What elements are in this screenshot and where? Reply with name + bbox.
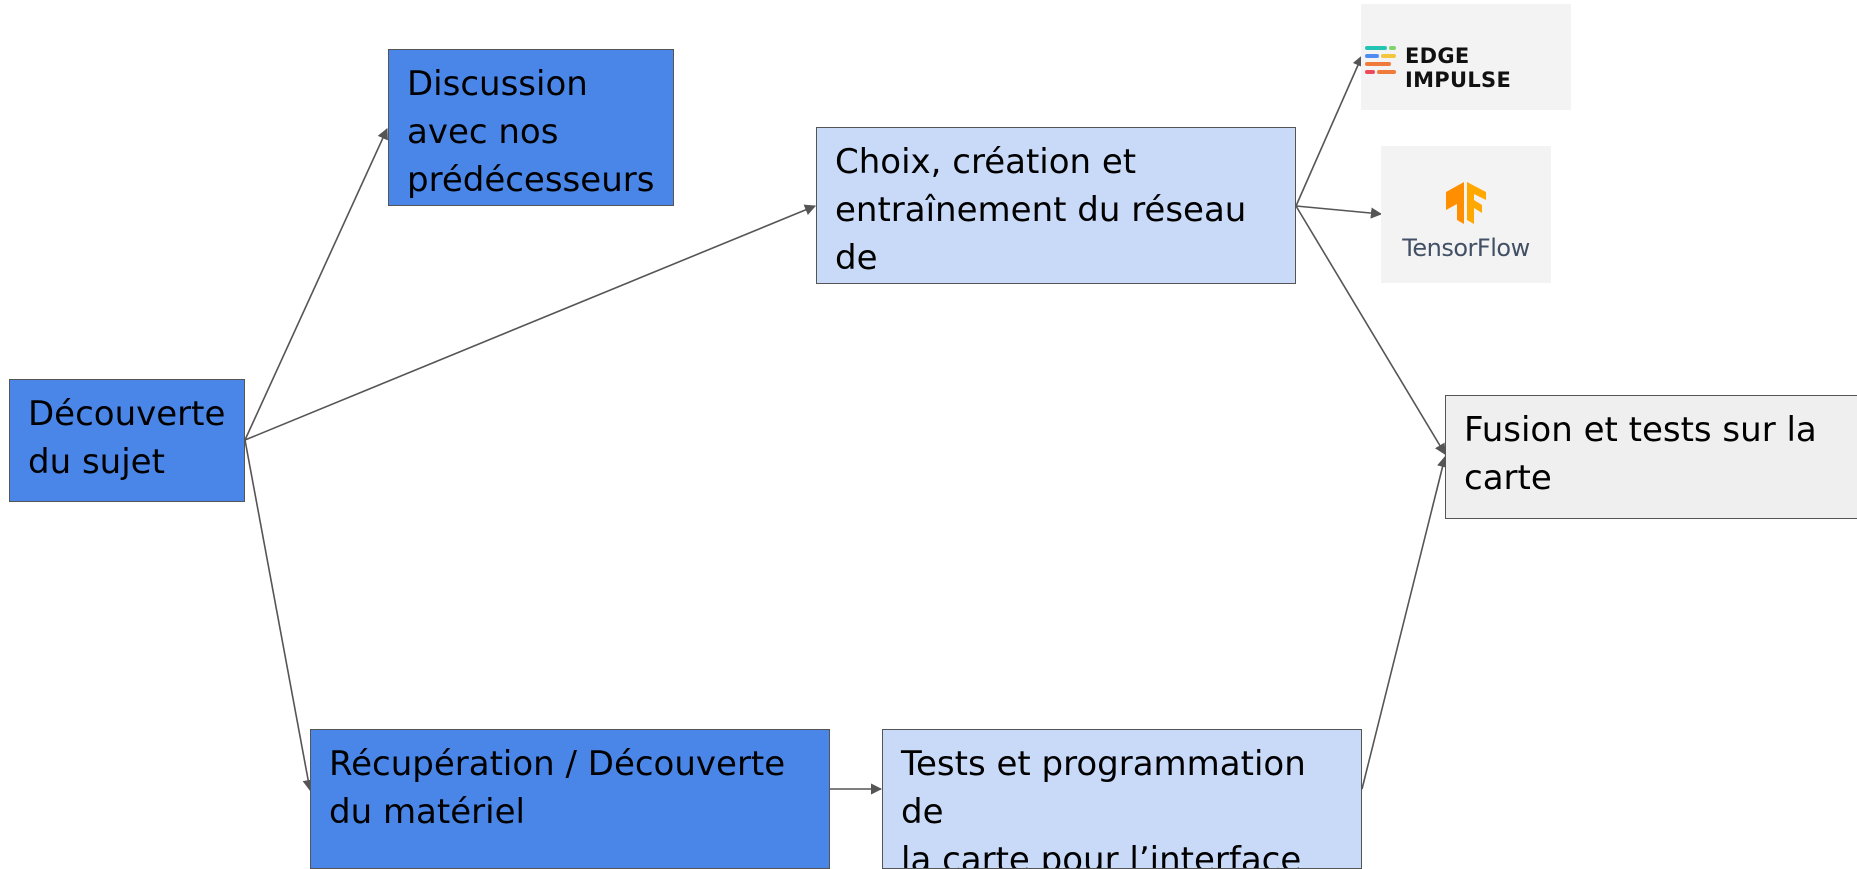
node-hardware: Récupération / Découverte du matériel: [310, 729, 830, 869]
arrow-discovery-to-network: [244, 204, 817, 441]
edge-impulse-logo: EDGE IMPULSE: [1361, 4, 1571, 110]
node-discovery: Découverte du sujet: [9, 379, 245, 502]
tensorflow-wordmark: TensorFlow: [1402, 234, 1530, 262]
arrow-network-to-tensorflow: [1295, 205, 1383, 219]
tensorflow-logo: TensorFlow: [1381, 146, 1551, 283]
node-fusion: Fusion et tests sur la carte: [1445, 395, 1857, 519]
arrow-discovery-to-discussion: [244, 127, 388, 441]
tensorflow-icon: [1446, 182, 1486, 224]
edge-impulse-wordmark: EDGE IMPULSE: [1405, 44, 1512, 92]
edge-impulse-icon: [1365, 46, 1396, 74]
arrow-network-to-edge-impulse: [1295, 54, 1364, 207]
arrow-network-to-fusion: [1295, 205, 1446, 455]
arrow-tests-to-fusion: [1361, 455, 1448, 790]
connector-layer: [244, 54, 1448, 795]
node-network: Choix, création et entraînement du résea…: [816, 127, 1296, 284]
node-tests: Tests et programmation de la carte pour …: [882, 729, 1362, 869]
arrow-discovery-to-hardware: [244, 439, 314, 792]
node-discussion: Discussion avec nos prédécesseurs: [388, 49, 674, 206]
